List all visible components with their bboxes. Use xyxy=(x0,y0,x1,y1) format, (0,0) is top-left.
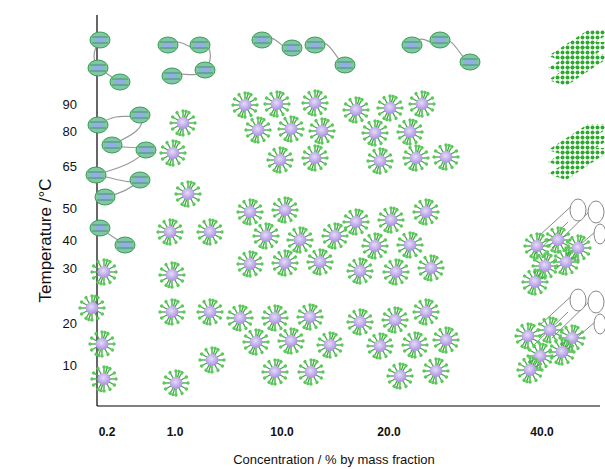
tick-label: 20 xyxy=(63,317,77,330)
tick-label: 1.0 xyxy=(167,426,184,438)
tick-label: 40 xyxy=(63,234,77,247)
tick-label: 65 xyxy=(63,160,77,173)
tick-label: 0.2 xyxy=(99,426,116,438)
tick-label: 10 xyxy=(63,359,77,372)
axis-title: Temperature /°C xyxy=(38,178,55,302)
tick-label: 40.0 xyxy=(530,426,553,438)
tick-label: 30 xyxy=(63,262,77,275)
tick-label: 50 xyxy=(63,202,77,215)
axis-title: Concentration / % by mass fraction xyxy=(233,453,435,466)
tick-label: 10.0 xyxy=(270,426,293,438)
tick-label: 20.0 xyxy=(377,426,400,438)
tick-label: 90 xyxy=(63,98,77,111)
tick-label: 80 xyxy=(63,125,77,138)
